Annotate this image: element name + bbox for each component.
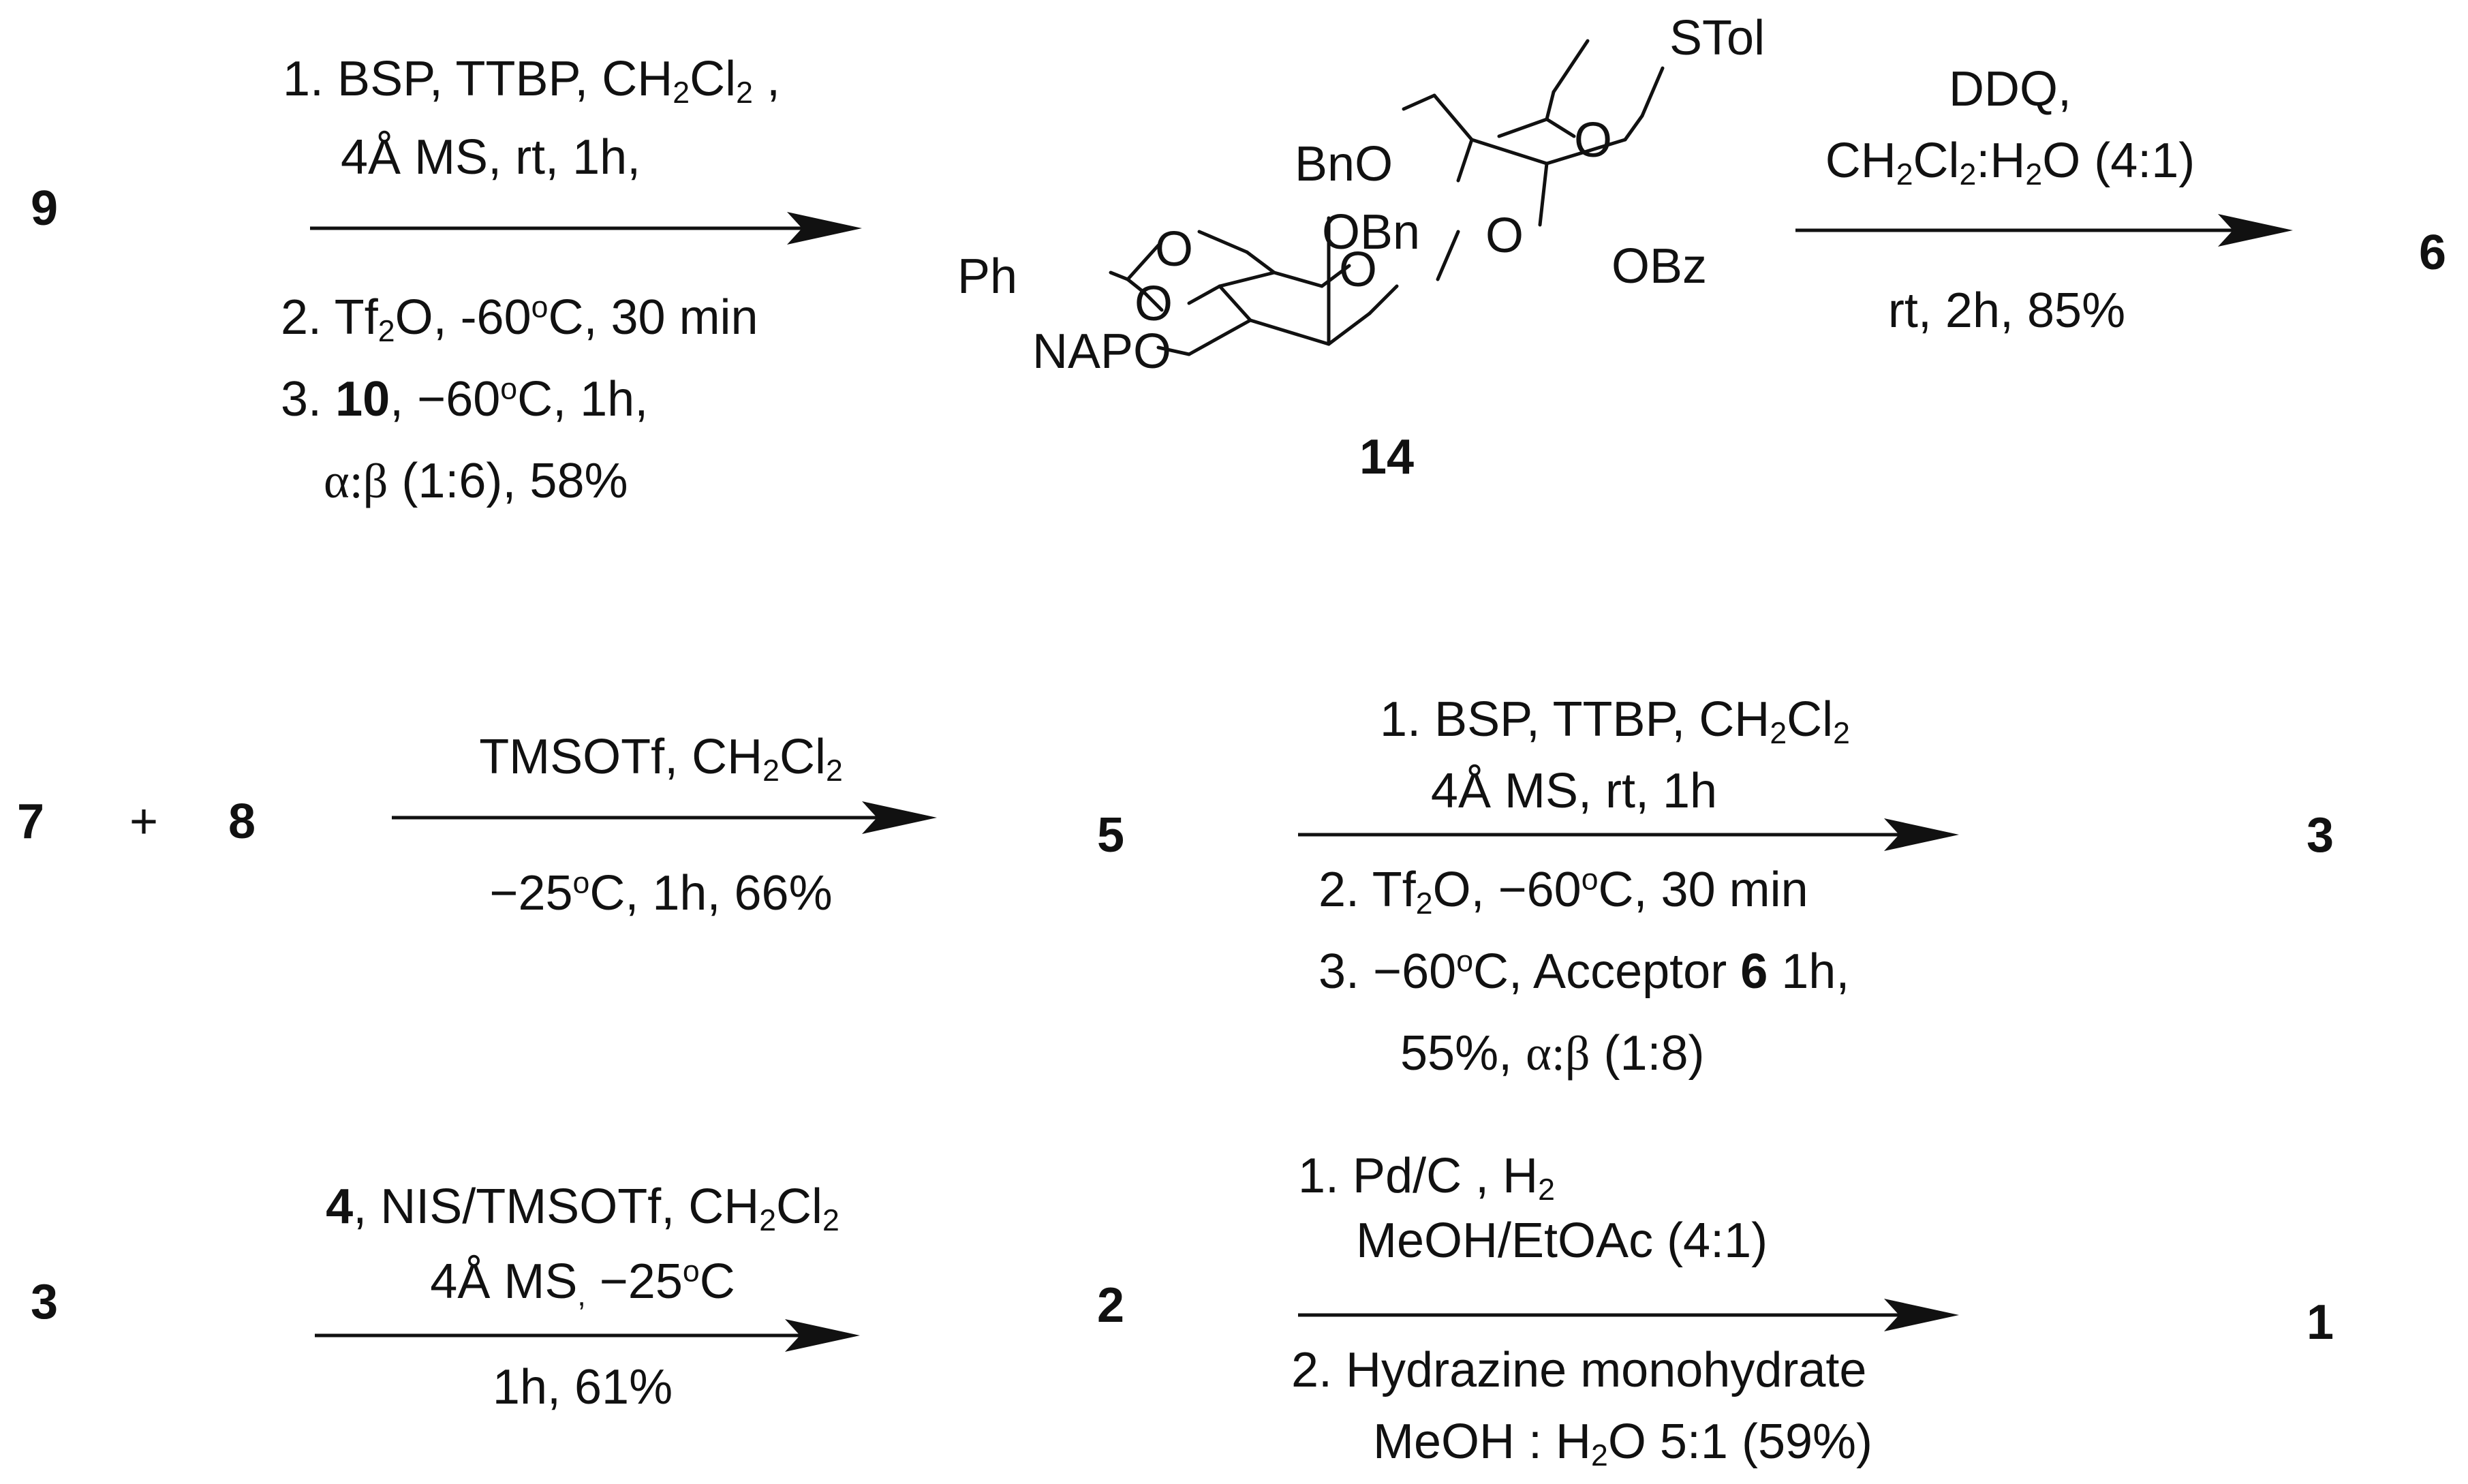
compound-3-start-label: 3 [31,1275,59,1329]
compound-6-label: 6 [2419,226,2447,280]
reaction-arrow-5-to-3 [1298,818,1959,851]
compound-7-label: 7 [17,794,45,849]
compound-1-label: 1 [2307,1295,2334,1350]
mol-label-o-link: O [1485,208,1524,263]
reaction-arrow-3-to-2 [315,1319,860,1352]
reagent-line-conditions: rt, 2h, 85% [1887,283,2126,338]
compound-8-label: 8 [228,794,256,849]
reaction-arrow-14-to-6 [1795,214,2293,247]
reaction-arrow-7-8-to-5 [392,801,937,834]
reagent-line-bsp-ttbp: 1. BSP, TTBP, CH2Cl2 , [283,52,780,110]
mol-label-bno: BnO [1295,137,1393,191]
mol-label-napo: NAPO [1032,324,1171,379]
mol-label-o-ring-right: O [1574,113,1612,168]
molecule-14-structure: STol O BnO OBn O OBz Ph O O O NAPO [957,11,1765,379]
plus-sign: + [129,794,159,849]
mol-label-stol: STol [1669,11,1765,65]
reagent-line-ddq: DDQ, [1949,62,2071,117]
reagent-line-acceptor-6: 3. −60oC, Acceptor 6 1h, [1318,944,1850,999]
compound-2-label: 2 [1097,1278,1125,1333]
reagent-line-acceptor-10: 3. 10, −60oC, 1h, [281,372,649,427]
reagent-line-ms-3: 4Å MS, −25oC [430,1254,735,1313]
reagent-line-nis: 4, NIS/TMSOTf, CH2Cl2 [326,1179,839,1238]
reagent-line-selectivity-2: 55%, α:β (1:8) [1400,1026,1705,1081]
reagent-line-tf2o: 2. Tf2O, -60oC, 30 min [281,290,758,349]
reaction-arrow-9-to-14 [310,212,862,245]
reagent-line-solvent: CH2Cl2:H2O (4:1) [1825,134,2195,192]
mol-label-obn: OBn [1322,205,1420,260]
reagent-line-meoh-h2o: MeOH : H2O 5:1 (59%) [1373,1415,1873,1473]
compound-3-label: 3 [2307,808,2334,863]
mol-label-o-acetal-bottom: O [1135,277,1173,331]
reagent-line-ms-2: 4Å MS, rt, 1h [1430,764,1718,818]
reagent-line-meoh-etoac: MeOH/EtOAc (4:1) [1356,1214,1768,1268]
mol-label-o-ring-left: O [1339,243,1377,297]
mol-label-ph: Ph [957,249,1017,304]
compound-14-label: 14 [1359,430,1415,484]
reaction-arrow-2-to-1 [1298,1299,1959,1331]
reagent-line-pd-c: 1. Pd/C , H2 [1298,1149,1555,1207]
reagent-line-tf2o-2: 2. Tf2O, −60oC, 30 min [1318,863,1808,921]
reagent-line-bsp-ttbp-2: 1. BSP, TTBP, CH2Cl2 [1380,692,1850,751]
mol-label-o-acetal-top: O [1155,222,1193,277]
compound-9-label: 9 [31,181,59,236]
reagent-line-ms: 4Å MS, rt, 1h, [341,130,641,185]
reagent-line-hydrazine: 2. Hydrazine monohydrate [1291,1343,1867,1397]
reagent-line-selectivity: α:β (1:6), 58% [324,454,628,508]
reagent-line-tmsotf: TMSOTf, CH2Cl2 [479,730,843,788]
reagent-line-temp-yield: −25oC, 1h, 66% [489,866,833,921]
reagent-line-time-yield: 1h, 61% [492,1360,673,1415]
mol-label-obz: OBz [1611,239,1707,294]
compound-5-label: 5 [1097,808,1125,863]
